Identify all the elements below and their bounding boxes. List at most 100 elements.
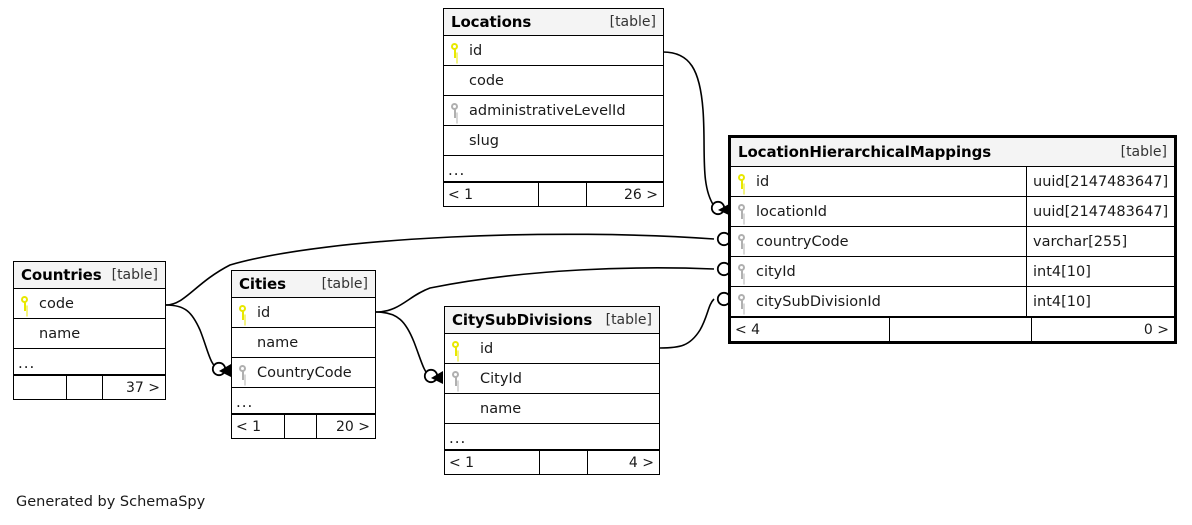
footer-parent-count [14,376,66,399]
more-columns-indicator: ... [232,388,375,414]
table-row[interactable]: countryCode varchar[255] [731,227,1174,257]
no-key-icon [445,394,466,423]
table-row[interactable]: code [14,289,165,319]
column-name: slug [469,132,499,149]
table-locations-tag: [table] [609,14,656,30]
table-countries-tag: [table] [111,267,158,283]
ellipsis-label: ... [448,160,466,179]
table-row[interactable]: id uuid[2147483647] [731,167,1174,197]
edge-cities-to-citysubdivisions-cityid [375,311,431,377]
column-name: code [469,72,504,89]
table-city-sub-divisions[interactable]: CitySubDivisions [table] id CityId name … [444,306,660,475]
column-name: locationId [756,203,828,220]
table-row[interactable]: locationId uuid[2147483647] [731,197,1174,227]
column-type: uuid[2147483647] [1026,167,1174,196]
foreign-key-icon [731,227,752,256]
foreign-key-icon [731,287,752,316]
footer-middle [66,376,102,399]
ellipsis-label: ... [236,392,254,411]
arrowhead-citysubdivisions-cityid [431,371,443,384]
column-name: name [257,334,299,351]
column-name: name [39,325,81,342]
table-lhm-footer: < 4 0 > [731,317,1174,341]
footer-child-count: 4 > [587,451,659,474]
generated-by-caption: Generated by SchemaSpy [16,494,206,510]
table-countries[interactable]: Countries [table] code name ... 37 > [13,261,166,400]
foreign-key-icon [731,197,752,226]
table-row[interactable]: name [232,328,375,358]
no-key-icon [14,319,35,348]
table-locations-footer: < 1 26 > [444,182,663,206]
foreign-key-icon [444,96,465,125]
table-locations[interactable]: Locations [table] id code administrative… [443,8,664,207]
table-countries-footer: 37 > [14,375,165,399]
footer-child-count: 26 > [586,183,663,206]
footer-child-count: 20 > [316,415,375,438]
table-row[interactable]: CityId [445,364,659,394]
table-locations-title: Locations [451,13,532,31]
ellipsis-label: ... [449,428,467,447]
footer-child-count: 37 > [102,376,165,399]
table-cities[interactable]: Cities [table] id name CountryCode ... <… [231,270,376,439]
arrowhead-cities-countrycode [219,364,231,377]
table-cities-header: Cities [table] [232,271,375,298]
foreign-key-icon [731,257,752,286]
foreign-key-icon [445,364,466,393]
column-name: id [469,42,483,59]
column-name: CountryCode [257,364,352,381]
column-name: id [756,173,770,190]
table-citysubdivisions-tag: [table] [605,312,652,328]
table-row[interactable]: name [14,319,165,349]
column-name: code [39,295,74,312]
table-countries-header: Countries [table] [14,262,165,289]
no-key-icon [444,126,465,155]
foreign-key-icon [232,358,253,387]
table-lhm-tag: [table] [1120,144,1167,160]
table-countries-title: Countries [21,266,102,284]
table-row[interactable]: id [444,36,663,66]
cardinality-circle-citysubdivisions-cityid [423,368,439,384]
column-name: CityId [480,370,522,387]
edge-countries-to-cities-countrycode [165,304,220,370]
footer-parent-count: < 4 [735,321,761,338]
column-type: int4[10] [1026,287,1174,316]
table-row[interactable]: slug [444,126,663,156]
table-location-hierarchical-mappings[interactable]: LocationHierarchicalMappings [table] id … [728,135,1177,344]
table-row[interactable]: id [232,298,375,328]
cardinality-circle-locationid [710,200,726,216]
column-type: int4[10] [1026,257,1174,286]
footer-middle [538,183,586,206]
column-type: uuid[2147483647] [1026,197,1174,226]
table-row[interactable]: id [445,334,659,364]
table-citysubdivisions-header: CitySubDivisions [table] [445,307,659,334]
more-columns-indicator: ... [444,156,663,182]
table-row[interactable]: cityId int4[10] [731,257,1174,287]
table-row[interactable]: code [444,66,663,96]
primary-key-icon [444,36,465,65]
footer-middle [539,451,587,474]
footer-middle [889,318,1031,341]
column-name: citySubDivisionId [756,293,881,310]
table-row[interactable]: CountryCode [232,358,375,388]
primary-key-icon [731,167,752,196]
footer-parent-count: < 1 [448,186,474,203]
edge-locations-to-lhm-locationid [662,51,715,207]
table-cities-footer: < 1 20 > [232,414,375,438]
primary-key-icon [445,334,466,363]
footer-middle [284,415,316,438]
column-name: id [480,340,494,357]
table-row[interactable]: administrativeLevelId [444,96,663,126]
table-row[interactable]: name [445,394,659,424]
no-key-icon [232,328,253,357]
table-cities-tag: [table] [321,276,368,292]
table-lhm-title: LocationHierarchicalMappings [738,143,992,161]
ellipsis-label: ... [18,353,36,372]
table-row[interactable]: citySubDivisionId int4[10] [731,287,1174,317]
footer-parent-count: < 1 [449,454,475,471]
table-citysubdivisions-title: CitySubDivisions [452,311,593,329]
column-name: name [480,400,522,417]
column-name: countryCode [756,233,849,250]
no-key-icon [444,66,465,95]
column-name: administrativeLevelId [469,102,626,119]
